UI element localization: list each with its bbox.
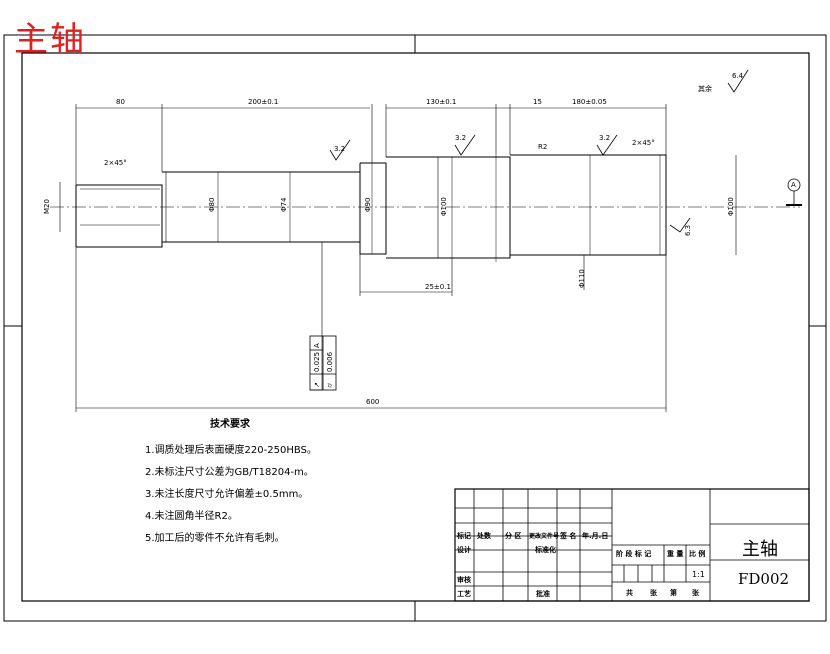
datum-a-label: A	[791, 181, 796, 189]
roughness-general-value: 6.4	[732, 72, 744, 80]
title-block	[454, 488, 810, 602]
roughness-mark-2: 3.2	[455, 134, 467, 142]
rev-header-1: 标记	[457, 532, 471, 540]
rev-header-6: 年.月.日	[582, 532, 609, 540]
scale-value: 1:1	[692, 570, 705, 579]
roughness-general-label: 其余	[698, 85, 712, 93]
tol-row2-symbol: ⌭	[326, 382, 334, 388]
tech-item-1: 1.调质处理后表面硬度220-250HBS。	[145, 445, 317, 456]
row-design: 设计	[457, 546, 471, 554]
dia-m20: M20	[43, 199, 51, 214]
dim-15: 15	[533, 98, 542, 106]
dia-90: Φ90	[364, 197, 372, 212]
dim-200: 200±0.1	[248, 98, 279, 106]
dim-180: 180±0.05	[572, 98, 607, 106]
outer-frame	[3, 34, 827, 622]
chamfer-left: 2×45°	[104, 159, 127, 167]
dim-80: 80	[116, 98, 125, 106]
shaft-outline	[75, 154, 667, 262]
row-standard: 标准化	[535, 546, 556, 554]
roughness-mark-1: 3.2	[334, 145, 346, 153]
datum-a-symbol	[786, 178, 802, 206]
drawing-title: 主轴	[14, 20, 86, 60]
dia-80: Φ80	[208, 197, 216, 212]
stage-header-2: 重 量	[667, 550, 684, 558]
row-process: 工艺	[457, 590, 471, 598]
dia-74: Φ74	[280, 197, 288, 212]
sheet-word-2: 张	[650, 589, 657, 597]
rev-header-5: 签 名	[560, 532, 577, 540]
dia-100b: Φ100	[727, 197, 735, 216]
sheet-word-1: 共	[626, 589, 633, 597]
dim-25: 25±0.1	[425, 283, 451, 291]
dim-600: 600	[366, 398, 380, 406]
sheet-word-3: 第	[670, 589, 677, 597]
dim-130: 130±0.1	[426, 98, 457, 106]
tolerance-frame	[309, 335, 337, 391]
roughness-mark-3: 3.2	[599, 134, 611, 142]
row-approve: 批准	[536, 590, 550, 598]
chamfer-right: 2×45°	[632, 139, 655, 147]
stage-header-3: 比 例	[689, 550, 706, 558]
dia-100a: Φ100	[440, 197, 448, 216]
row-review: 审核	[457, 576, 471, 584]
tol-row2-value: 0.006	[326, 351, 334, 372]
dimension-lines	[59, 104, 737, 412]
roughness-mark-4: 6.3	[684, 224, 692, 236]
drawing-number: FD002	[738, 570, 790, 588]
stage-header-1: 阶 段 标 记	[616, 550, 652, 558]
rev-header-3: 分 区	[505, 532, 522, 540]
tol-row1-symbol: ↗	[313, 382, 321, 388]
inner-frame	[21, 52, 810, 602]
dia-110: Φ110	[578, 269, 586, 288]
tech-item-4: 4.未注圆角半径R2。	[145, 511, 238, 522]
tech-requirements-list: 1.调质处理后表面硬度220-250HBS。 2.未标注尺寸公差为GB/T182…	[145, 440, 317, 550]
roughness-symbols	[329, 69, 749, 233]
tech-requirements-title: 技术要求	[210, 419, 250, 430]
tech-item-5: 5.加工后的零件不允许有毛刺。	[145, 533, 285, 544]
tech-item-3: 3.未注长度尺寸允许偏差±0.5mm。	[145, 489, 309, 500]
radius-label: R2	[538, 143, 548, 151]
tol-row1-datum: A	[313, 343, 321, 348]
rev-header-4: 更改文件号	[529, 533, 560, 540]
rev-header-2: 处数	[477, 532, 491, 540]
tech-item-2: 2.未标注尺寸公差为GB/T18204-m。	[145, 467, 314, 478]
part-name: 主轴	[742, 539, 778, 560]
sheet-word-4: 张	[692, 589, 699, 597]
tol-row1-value: 0.025	[313, 351, 321, 372]
